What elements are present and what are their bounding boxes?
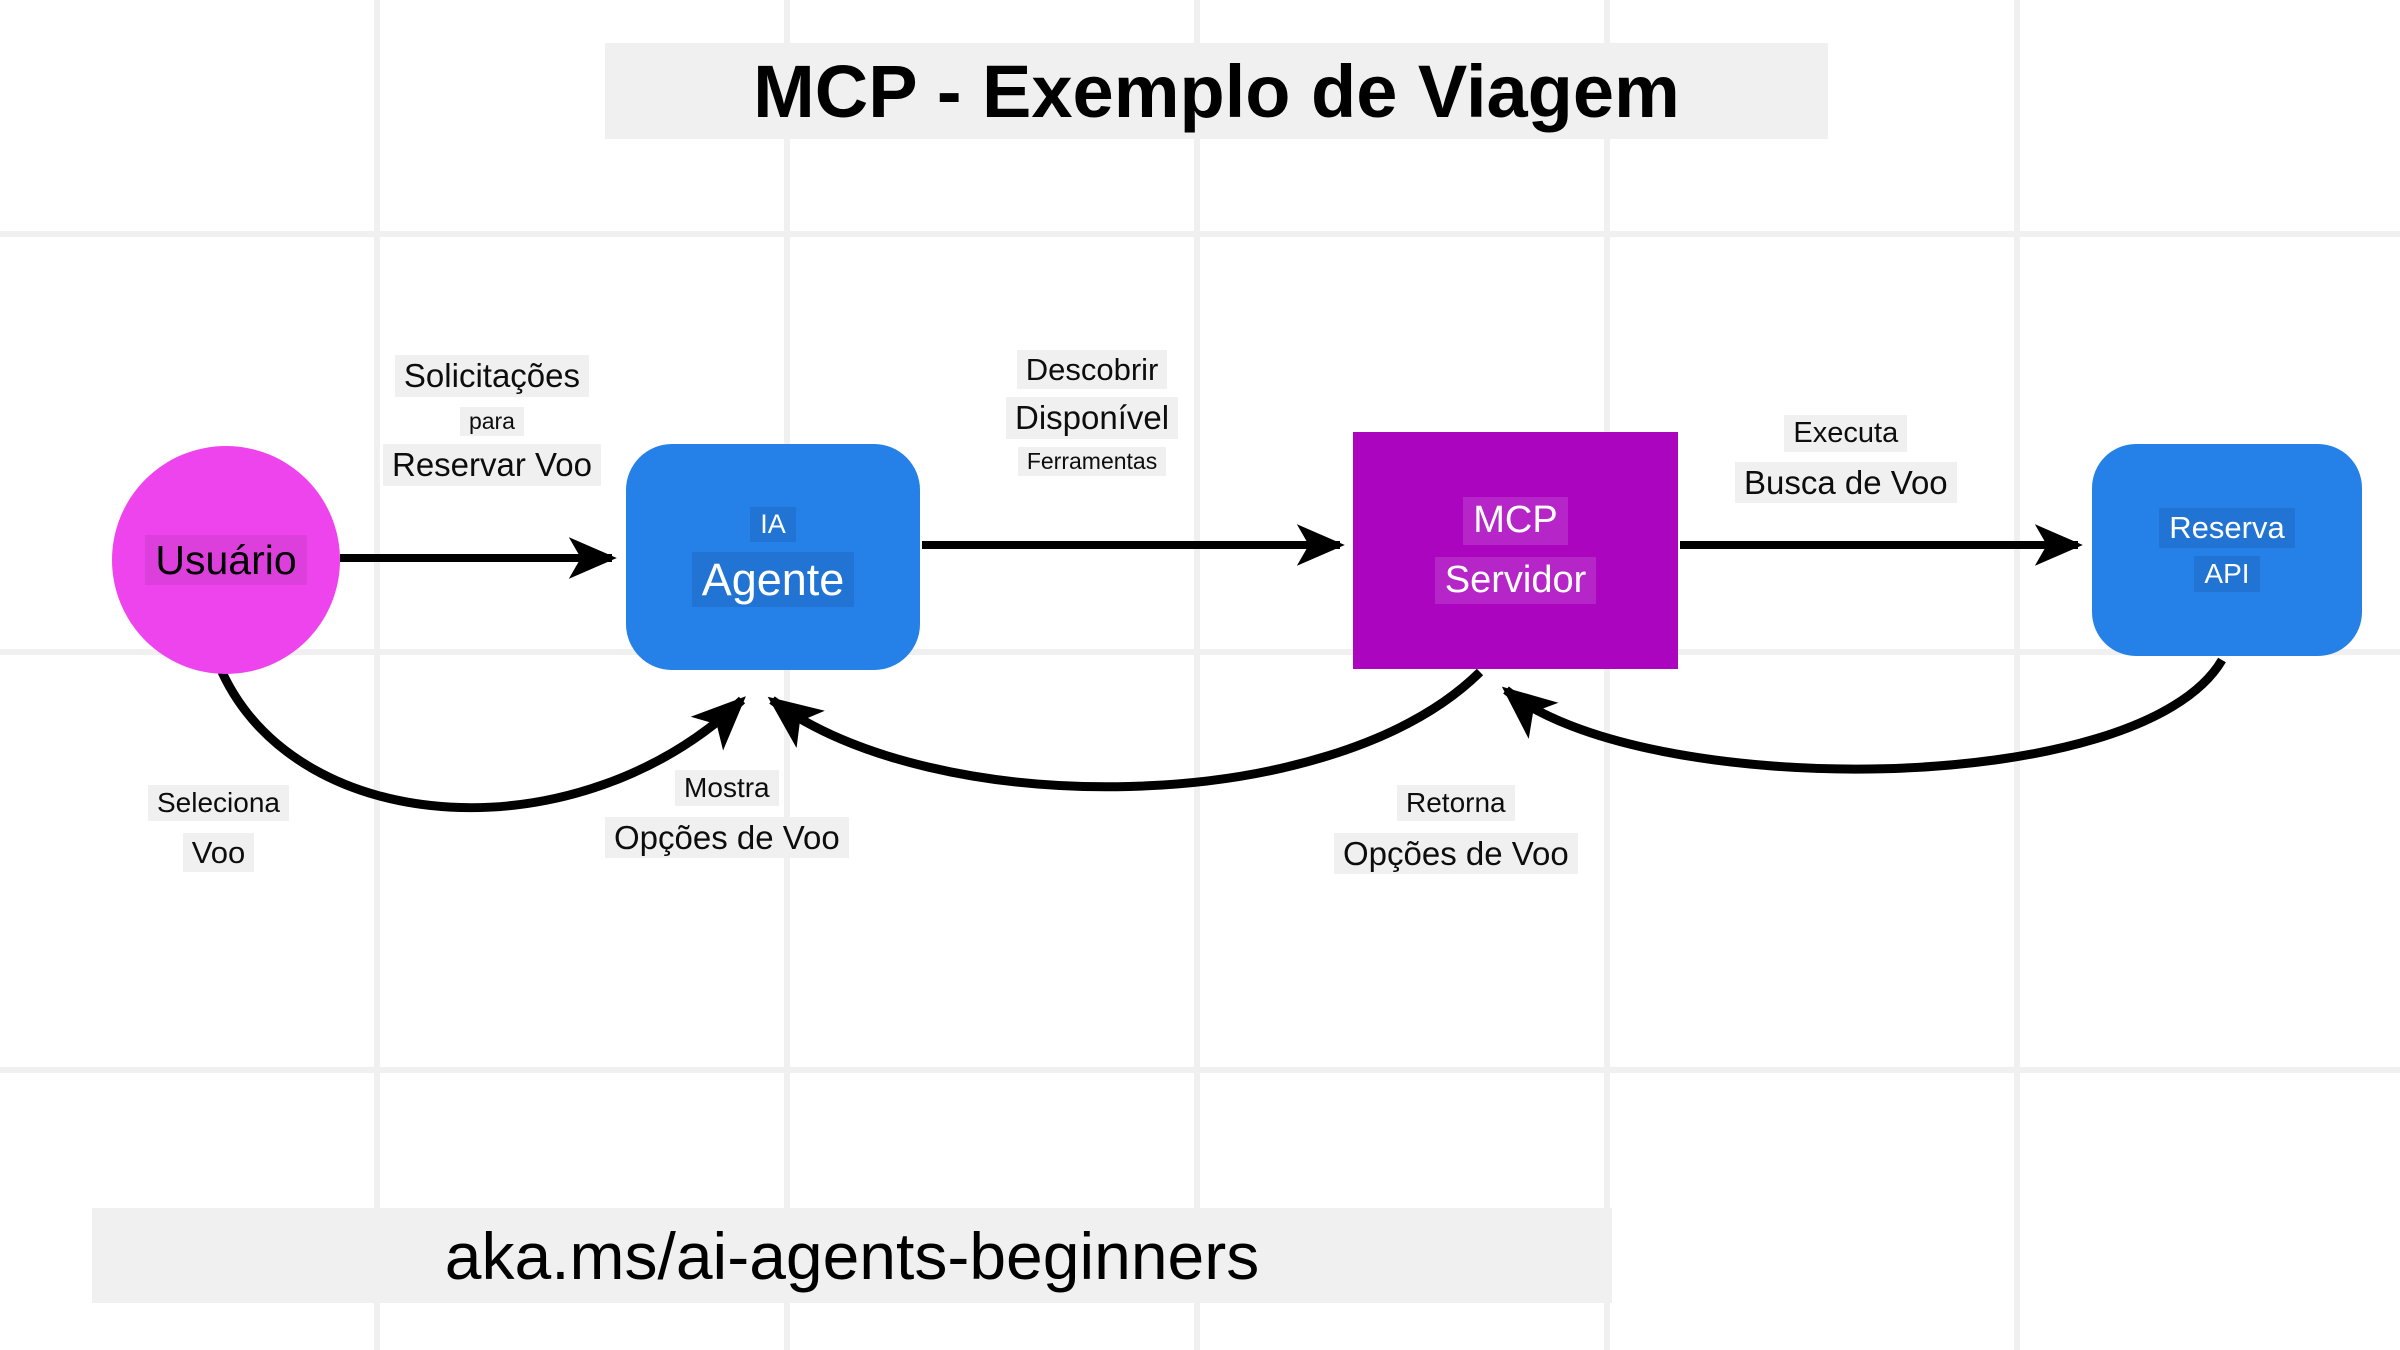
edge-label-line: Reservar Voo <box>383 444 601 486</box>
edge-label-line: Disponível <box>1006 397 1179 439</box>
edge-server-to-agent-curve <box>767 668 1484 792</box>
edge-label-agent-shows-options: Mostra Opções de Voo <box>605 770 849 859</box>
edge-label-line: Seleciona <box>148 785 289 821</box>
node-mcp-server-label-line1: MCP <box>1463 497 1568 545</box>
edge-label-line: Solicitações <box>394 355 590 397</box>
node-booking-api[interactable]: Reserva API <box>2092 444 2362 656</box>
edge-label-line: Mostra <box>675 770 779 806</box>
edge-label-user-selects-flight: Seleciona Voo <box>148 785 289 872</box>
node-booking-api-label-line1: Reserva <box>2159 508 2295 548</box>
edge-label-line: para <box>459 406 524 437</box>
edge-label-line: Ferramentas <box>1017 446 1167 477</box>
footer-link-banner[interactable]: aka.ms/ai-agents-beginners <box>92 1208 1612 1303</box>
edge-label-line: Opções de Voo <box>1334 832 1578 875</box>
node-ai-agent-label-line2: Agente <box>691 551 855 608</box>
node-mcp-server[interactable]: MCP Servidor <box>1353 432 1678 669</box>
node-user-label: Usuário <box>145 534 307 586</box>
node-ai-agent[interactable]: IA Agente <box>626 444 920 670</box>
diagram-title-banner: MCP - Exemplo de Viagem <box>605 43 1828 139</box>
edge-label-line: Busca de Voo <box>1735 461 1957 504</box>
footer-link-text: aka.ms/ai-agents-beginners <box>444 1218 1260 1293</box>
edge-label-line: Opções de Voo <box>605 816 849 859</box>
edge-label-line: Descobrir <box>1016 350 1168 390</box>
node-user[interactable]: Usuário <box>112 446 340 674</box>
edge-label-server-to-api: Executa Busca de Voo <box>1735 415 1957 504</box>
edge-label-line: Retorna <box>1397 785 1515 821</box>
edge-api-to-server-curve <box>1501 657 2226 774</box>
edge-user-to-agent-curve <box>217 670 746 813</box>
edge-label-server-returns-options: Retorna Opções de Voo <box>1334 785 1578 875</box>
node-ai-agent-label-line1: IA <box>750 506 796 542</box>
node-booking-api-label-line2: API <box>2194 555 2260 592</box>
edge-label-agent-to-server: Descobrir Disponível Ferramentas <box>1006 350 1179 477</box>
edge-label-line: Executa <box>1784 415 1908 452</box>
node-mcp-server-label-line2: Servidor <box>1434 556 1597 604</box>
edge-label-user-to-agent: Solicitações para Reservar Voo <box>383 355 601 486</box>
page-title: MCP - Exemplo de Viagem <box>753 49 1680 133</box>
edge-label-line: Voo <box>182 832 255 872</box>
